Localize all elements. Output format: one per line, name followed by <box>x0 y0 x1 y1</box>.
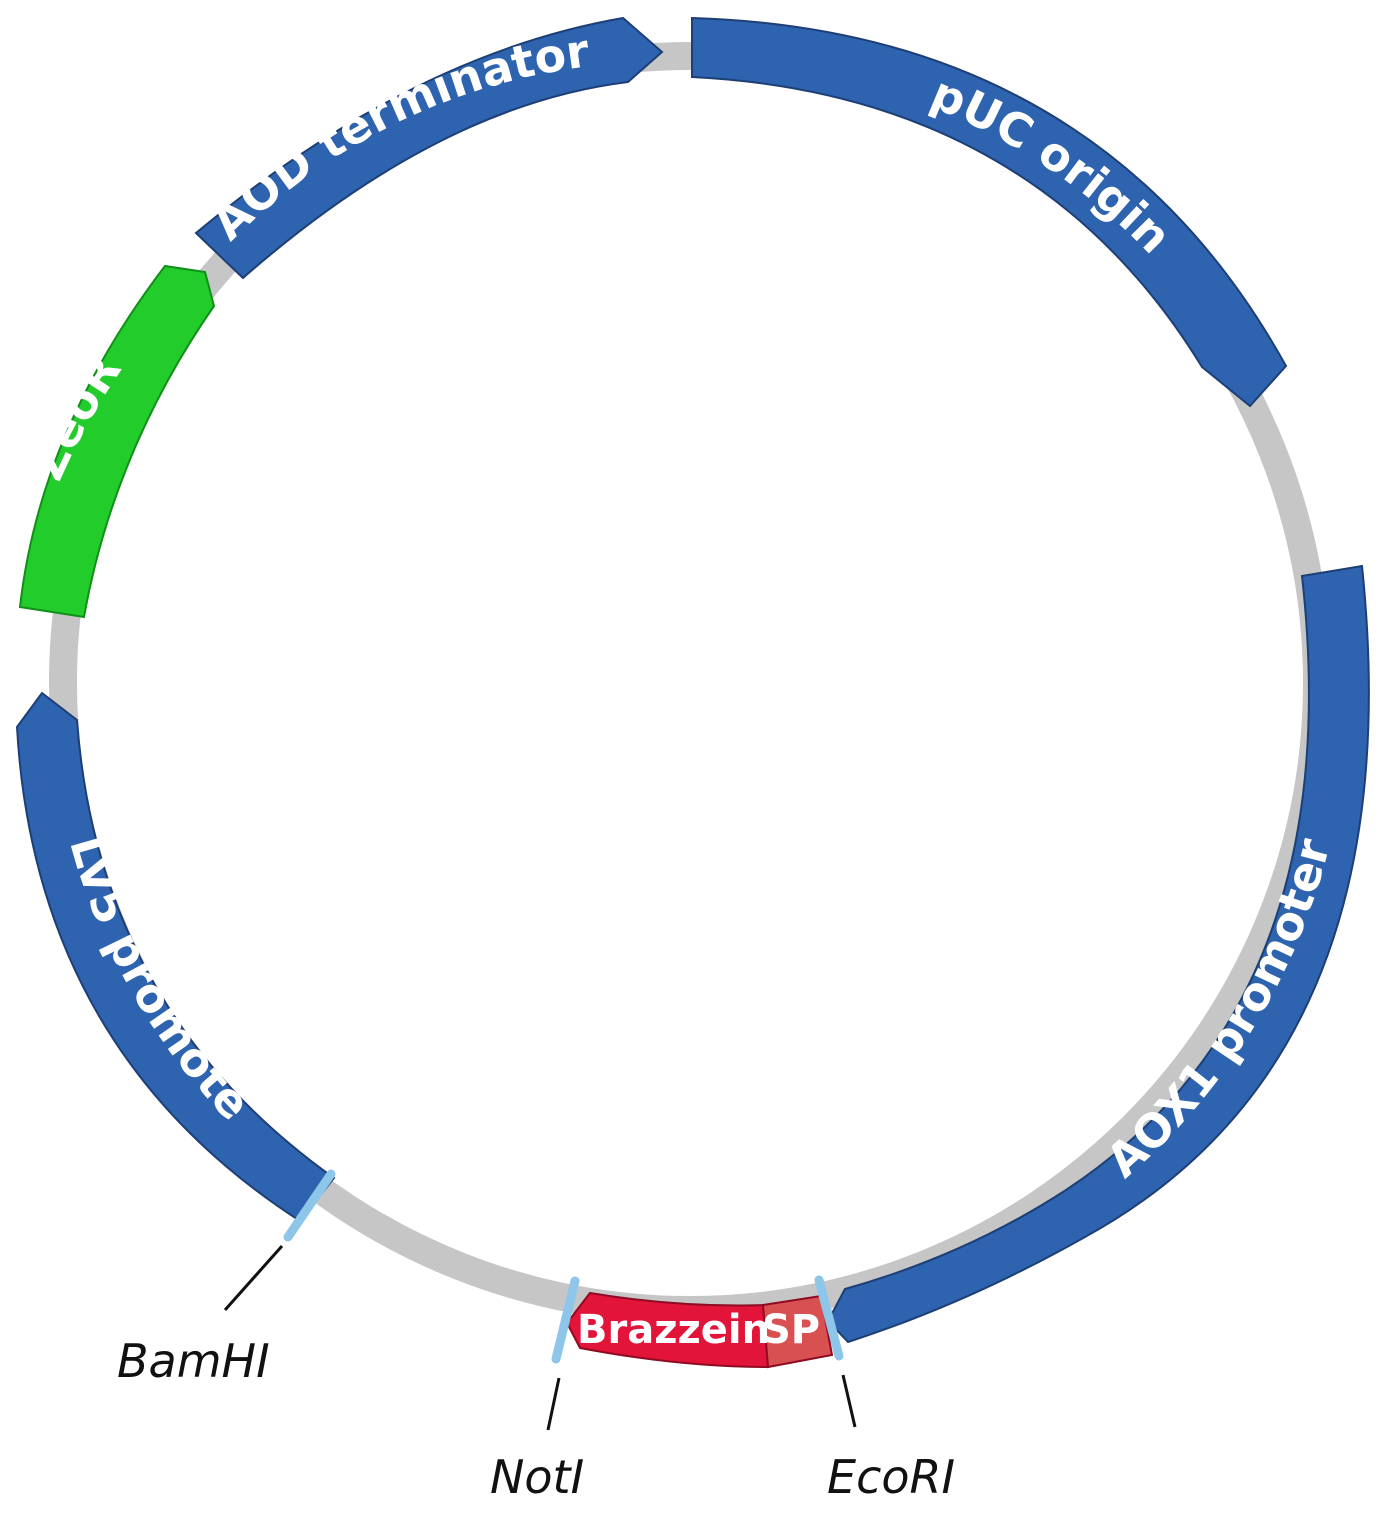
ilv5-promoter-arrow[interactable] <box>15 691 336 1223</box>
puc-origin-label: pUC origin <box>924 66 1182 264</box>
aod-terminator-arrow[interactable] <box>194 16 664 280</box>
noti-label: NotI <box>490 1450 584 1504</box>
aox1-promoter-arrow[interactable] <box>826 564 1370 1344</box>
ecori-site-marker[interactable] <box>814 1275 857 1428</box>
puc-origin-arrow[interactable] <box>691 16 1288 408</box>
ecori-label: EcoRI <box>827 1450 955 1504</box>
bamhi-label: BamHI <box>117 1334 270 1388</box>
zeor-arrow[interactable] <box>18 264 216 619</box>
bamhi-site-marker[interactable] <box>223 1169 336 1311</box>
brazzein-label: Brazzein <box>577 1307 770 1353</box>
noti-site-marker[interactable] <box>546 1276 580 1431</box>
signal-peptide-label: SP <box>762 1307 820 1353</box>
signal-peptide-box[interactable] <box>761 1294 834 1369</box>
